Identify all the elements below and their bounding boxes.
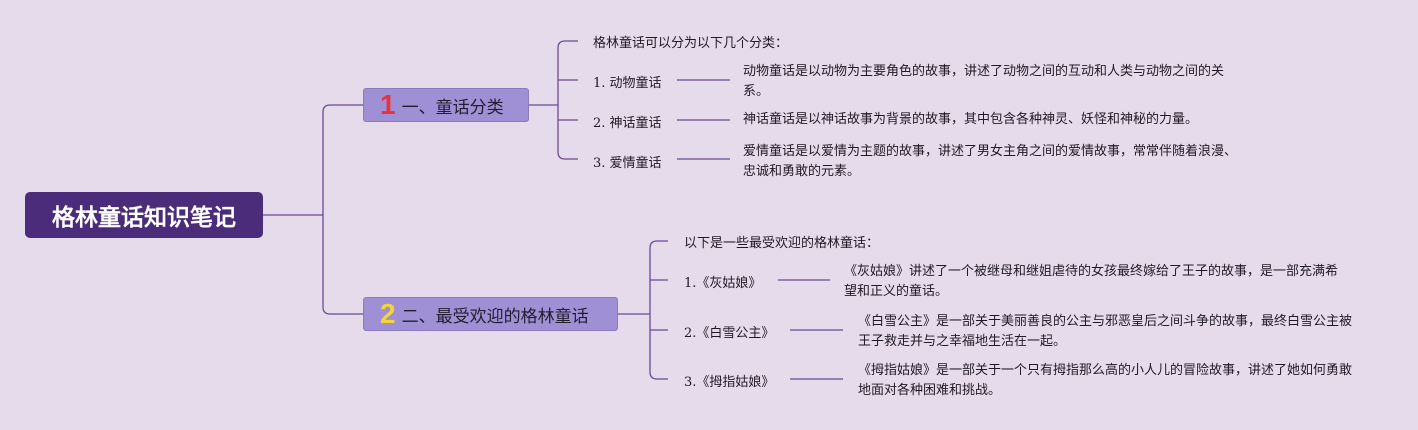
connector-branch-2-vertical: [649, 248, 668, 380]
branch-2-item-2-description[interactable]: 《白雪公主》是一部关于美丽善良的公主与邪恶皇后之间斗争的故事，最终白雪公主被王子…: [858, 314, 1353, 349]
branch-topic-popular-fairy-tales[interactable]: 2 二、最受欢迎的格林童话: [363, 297, 618, 331]
branch-1-item-2-description[interactable]: 神话童话是以神话故事为背景的故事，其中包含各种神灵、妖怪和神秘的力量。: [743, 112, 1199, 127]
branch-1-intro[interactable]: 格林童话可以分为以下几个分类：: [593, 36, 789, 51]
branch-number-1: 1: [380, 89, 396, 120]
connector-branch-1-to-intro: [557, 40, 578, 49]
branch-topic-fairy-tale-categories[interactable]: 1 一、童话分类: [363, 88, 529, 122]
connector-root-to-branch-2: [322, 215, 363, 315]
branch-2-item-3-label[interactable]: 3.《拇指姑娘》: [684, 375, 775, 390]
branch-2-intro[interactable]: 以下是一些最受欢迎的格林童话：: [684, 236, 880, 251]
branch-1-item-3-label[interactable]: 3. 爱情童话: [593, 156, 662, 171]
branch-2-item-2-label[interactable]: 2.《白雪公主》: [684, 326, 775, 341]
branch-1-item-1-description[interactable]: 动物童话是以动物为主要角色的故事，讲述了动物之间的互动和人类与动物之间的关系。: [743, 64, 1225, 99]
branch-1-item-1-label[interactable]: 1. 动物童话: [593, 76, 662, 91]
branch-2-item-3-description[interactable]: 《拇指姑娘》是一部关于一个只有拇指那么高的小人儿的冒险故事，讲述了她如何勇敢地面…: [858, 363, 1353, 398]
branch-number-2: 2: [380, 298, 396, 329]
root-topic[interactable]: 格林童话知识笔记: [25, 192, 263, 238]
connector-branch-2-to-intro: [649, 240, 668, 249]
root-title: 格林童话知识笔记: [52, 205, 236, 231]
branch-2-item-1-label[interactable]: 1.《灰姑娘》: [684, 276, 762, 291]
connector-branch-1-vertical: [557, 48, 578, 160]
branch-label: 一、童话分类: [401, 97, 504, 118]
branch-1-item-2-label[interactable]: 2. 神话童话: [593, 116, 662, 131]
branch-label: 二、最受欢迎的格林童话: [401, 306, 589, 327]
branch-2-item-1-description[interactable]: 《灰姑娘》讲述了一个被继母和继姐虐待的女孩最终嫁给了王子的故事，是一部充满希望和…: [844, 264, 1339, 299]
branch-1-item-3-description[interactable]: 爱情童话是以爱情为主题的故事，讲述了男女主角之间的爱情故事，常常伴随着浪漫、忠诚…: [743, 144, 1238, 179]
connector-root-to-branch-1: [322, 104, 363, 215]
